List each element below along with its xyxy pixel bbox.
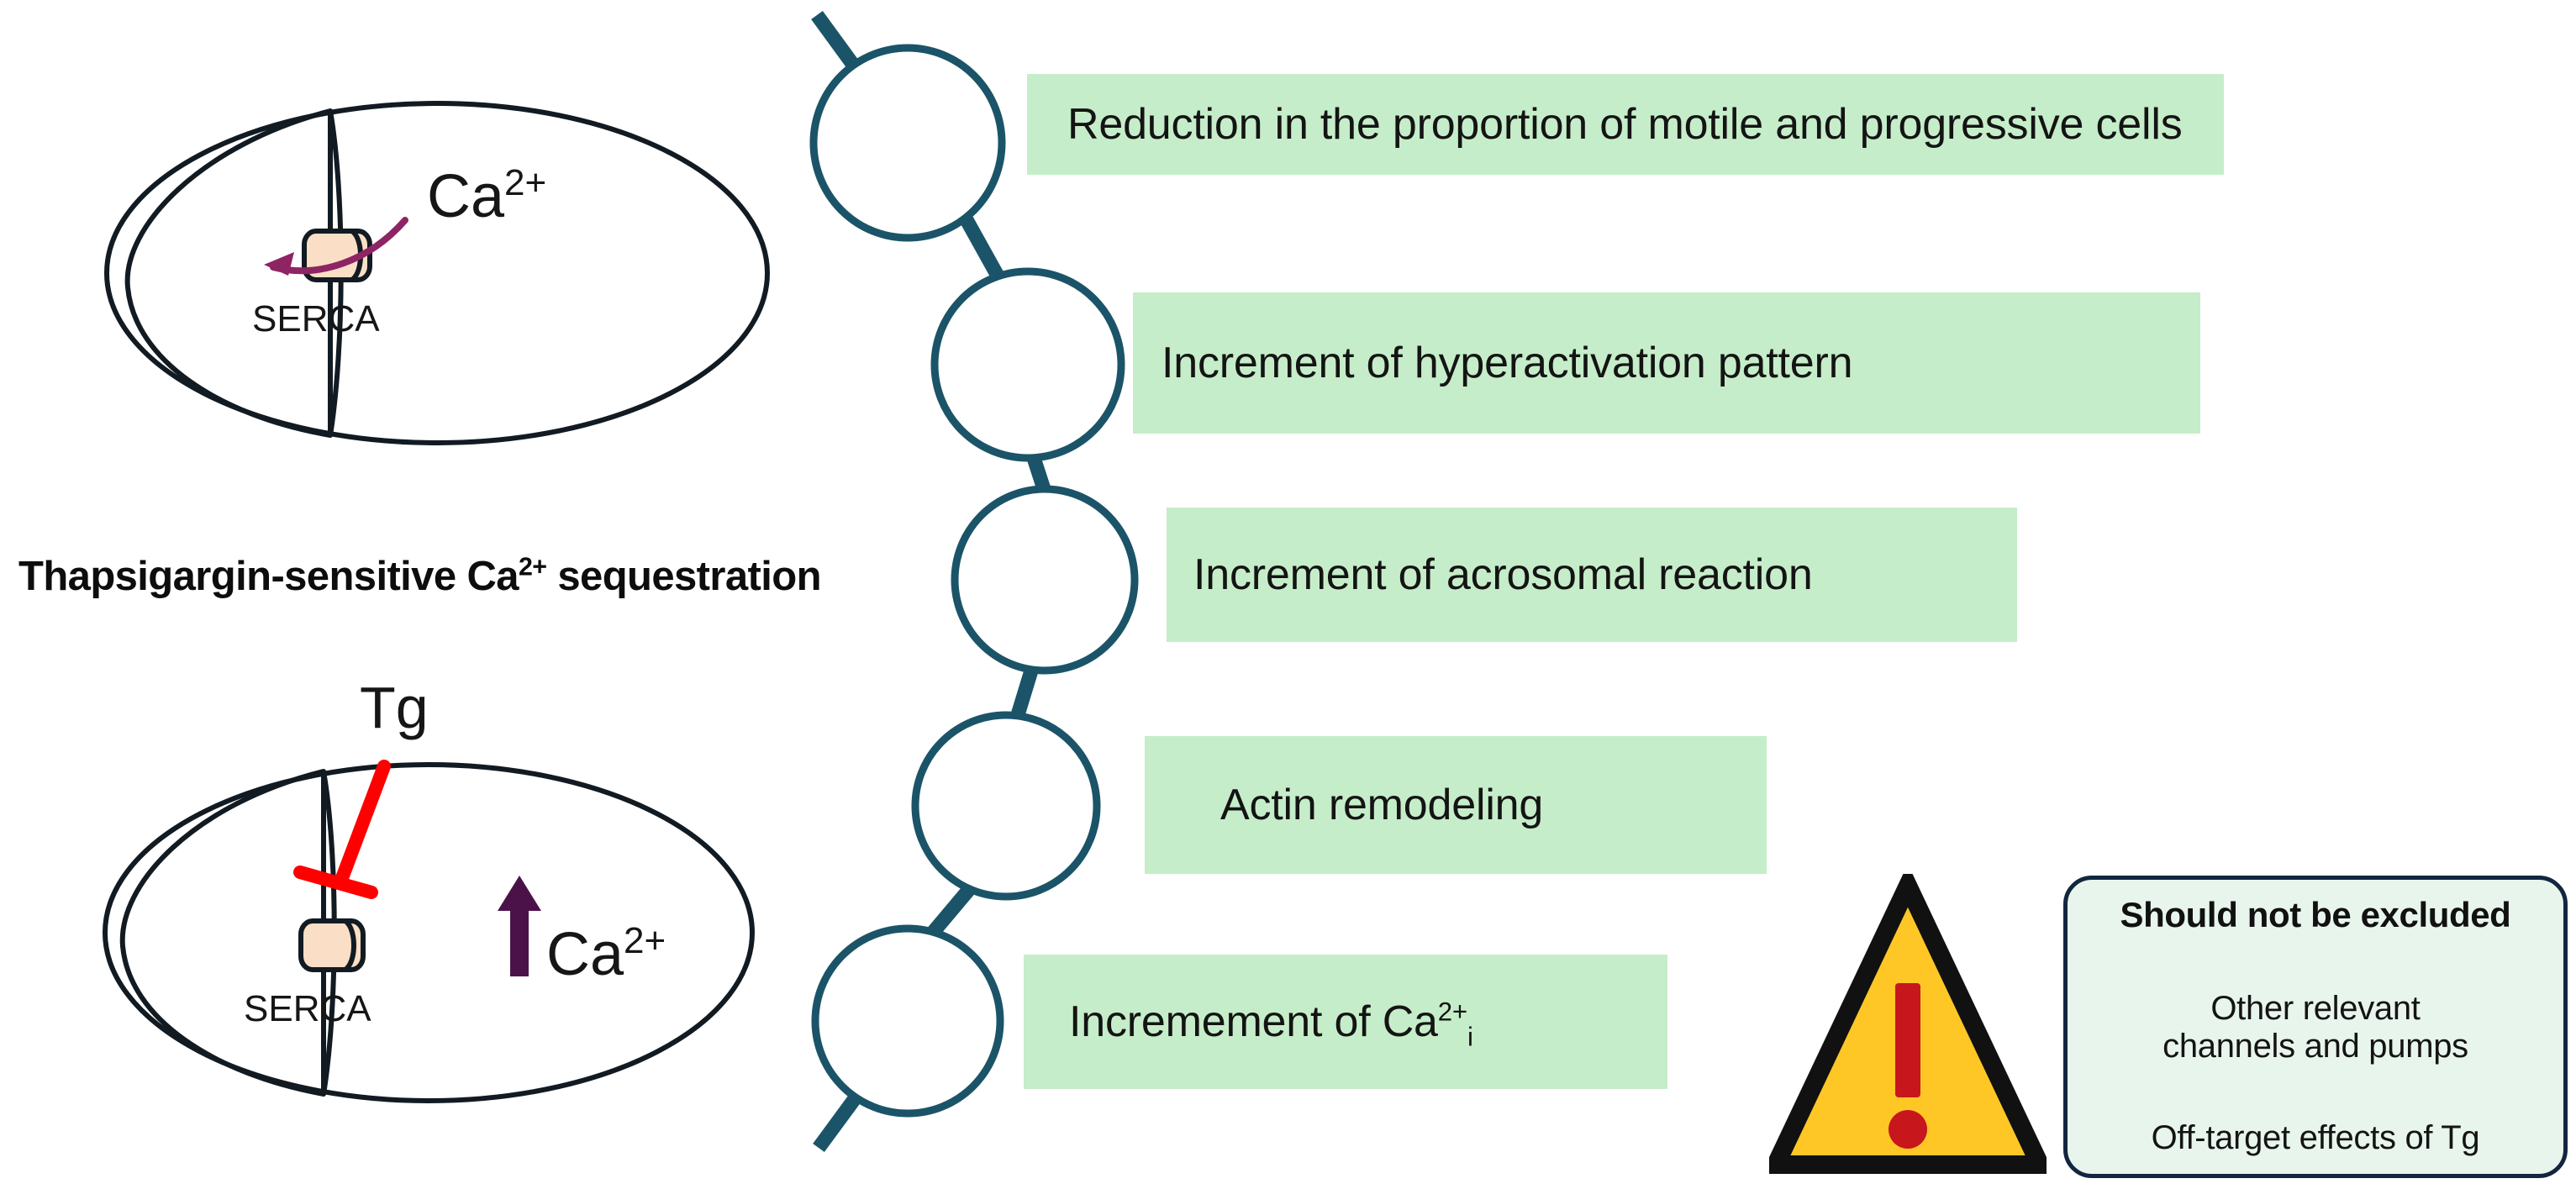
exclamation-dot — [1889, 1110, 1927, 1149]
outcome-bar-hyperactivation[interactable]: Increment of hyperactivation pattern — [1133, 292, 2200, 434]
outcome-label-calcium-superscript: 2+ — [1437, 997, 1467, 1027]
caveat-line-1: Other relevant — [2210, 989, 2421, 1027]
outcome-label-calcium-prefix: Incremement of Ca — [1069, 997, 1438, 1046]
panel-title-superscript: 2+ — [518, 552, 547, 581]
chain-link-1-2 — [958, 213, 1005, 281]
caveat-title: Should not be excluded — [2120, 895, 2511, 934]
caveat-line-3: Off-target effects of Tg — [2151, 1119, 2480, 1157]
calcium-store-crescent — [119, 769, 326, 1097]
outcome-bar-acrosomal[interactable]: Increment of acrosomal reaction — [1167, 508, 2017, 642]
caveat-body: Other relevant channels and pumps — [2162, 990, 2468, 1065]
calcium-increase-arrow-icon — [498, 876, 541, 976]
chain-node-4[interactable] — [911, 711, 1101, 901]
thapsigargin-cell-diagram: Tg SERCA Ca2+ — [103, 675, 755, 1103]
calcium-store-crescent — [124, 108, 333, 438]
outcome-label-motility: Reduction in the proportion of motile an… — [1067, 100, 2183, 149]
exclamation-bar — [1895, 983, 1920, 1097]
outcome-bar-calcium[interactable]: Incremement of Ca2+i — [1024, 955, 1667, 1089]
outcome-label-hyperactivation: Increment of hyperactivation pattern — [1162, 339, 1853, 387]
chain-link-2-3 — [1026, 455, 1051, 492]
outcome-label-calcium-subscript: i — [1467, 1022, 1473, 1052]
outcome-chain — [809, 10, 1139, 1153]
caveat-box: Should not be excluded Other relevant ch… — [2063, 876, 2568, 1178]
chain-link-4-5 — [925, 881, 977, 939]
inhibition-arrow-icon — [293, 760, 391, 899]
panel-title-suffix: sequestration — [546, 554, 821, 599]
tg-label: Tg — [360, 675, 429, 740]
serca-pump-icon — [298, 918, 366, 972]
chain-node-5[interactable] — [811, 924, 1004, 1118]
calcium-label: Ca2+ — [546, 920, 666, 988]
outcome-bar-motility[interactable]: Reduction in the proportion of motile an… — [1027, 74, 2224, 175]
chain-node-3[interactable] — [951, 485, 1139, 675]
chain-link-3-4 — [1009, 666, 1040, 720]
control-cell-diagram: Ca2+ SERCA — [104, 101, 770, 445]
outcome-label-actin: Actin remodeling — [1220, 781, 1544, 829]
outcome-label-calcium: Incremement of Ca2+i — [1069, 997, 1473, 1050]
panel-title-prefix: Thapsigargin-sensitive Ca — [18, 554, 519, 599]
chain-node-1[interactable] — [809, 44, 1006, 242]
cell-membrane — [103, 762, 755, 1103]
serca-label: SERCA — [252, 298, 380, 339]
cell-membrane — [104, 101, 770, 445]
panel-title: Thapsigargin-sensitive Ca2+ sequestratio… — [18, 553, 985, 600]
chain-node-2[interactable] — [930, 267, 1125, 462]
warning-triangle-icon — [1769, 874, 2047, 1174]
serca-label: SERCA — [244, 988, 371, 1029]
outcome-bar-actin[interactable]: Actin remodeling — [1145, 736, 1767, 874]
calcium-influx-arrow — [264, 217, 408, 276]
caveat-line-2: channels and pumps — [2162, 1027, 2468, 1065]
outcome-label-acrosomal: Increment of acrosomal reaction — [1193, 550, 1813, 599]
